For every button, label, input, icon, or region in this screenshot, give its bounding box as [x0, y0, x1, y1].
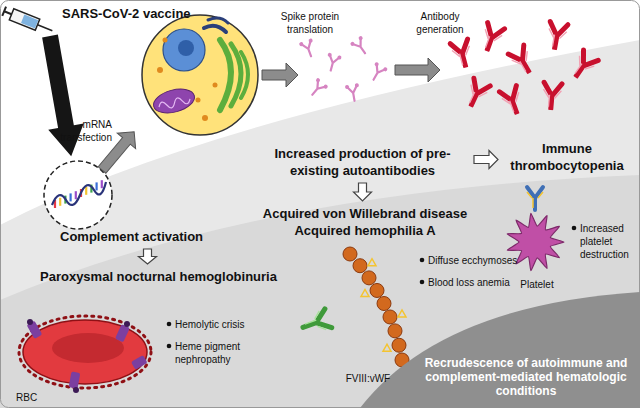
process-arrow: [262, 63, 298, 87]
process-arrow: [395, 58, 440, 82]
node-text: Increased production of pre-existing aut…: [255, 145, 470, 179]
spike-proteins: [299, 35, 388, 102]
text-label: Spike protein translation: [268, 10, 352, 36]
mrna-base: [75, 191, 77, 199]
process-arrow: [354, 183, 372, 201]
heading-node: Increased production of pre-existing aut…: [255, 145, 470, 179]
heading-node: Acquired von Willebrand diseaseAcquired …: [245, 205, 485, 239]
autoantibody: [527, 187, 543, 210]
heading-node: Immune thrombocytopenia: [502, 140, 632, 174]
node-text: Acquired von Willebrand disease: [245, 205, 485, 222]
bullet-dot: [420, 258, 425, 263]
node-text: Acquired hemophilia A: [245, 222, 485, 239]
mrna-base: [69, 193, 71, 201]
rbc-illustration: [19, 316, 151, 393]
text-label: Heme pigment nephropathy: [175, 340, 255, 366]
mrna-vesicle: [44, 161, 112, 229]
chain-bead: [362, 271, 376, 285]
chain-bead: [388, 324, 402, 338]
bullet-dot: [420, 280, 425, 285]
text-label: Platelet: [515, 278, 559, 291]
bullet-dot: [167, 344, 172, 349]
chain-bead: [343, 247, 357, 261]
chain-bead: [392, 338, 406, 352]
chain-bead: [353, 259, 367, 273]
text-label: RBC: [16, 391, 56, 404]
node-text: Paroxysmal nocturnal hemoglobinuria: [40, 268, 320, 285]
syringe-icon: [2, 6, 55, 37]
node-text: Complement activation: [60, 228, 235, 245]
chain-bead: [377, 297, 391, 311]
chain-bead: [370, 283, 384, 297]
text-label: Increased platelet destruction: [580, 222, 636, 261]
mrna-bases: [55, 180, 102, 208]
mrna-base: [59, 198, 61, 206]
heading-node: Complement activation: [60, 228, 235, 245]
text-label: Diffuse ecchymoses: [428, 254, 538, 267]
node-text: Immune thrombocytopenia: [502, 140, 632, 174]
mrna-base: [95, 182, 97, 190]
chain-bead: [383, 310, 397, 324]
mrna-base: [85, 187, 87, 195]
binding-site: [398, 310, 406, 317]
summary-band: Recrudescence of autoimmune and compleme…: [360, 290, 640, 408]
text-label: mRNA transfection: [46, 118, 112, 144]
text-label: Blood loss anemia: [428, 276, 528, 289]
band-fill: [360, 292, 640, 408]
binding-site: [368, 259, 376, 266]
binding-site: [361, 289, 369, 296]
bullet-dot: [572, 226, 577, 231]
process-arrow: [474, 151, 498, 169]
background-band: [0, 40, 640, 408]
text-label: Hemolytic crisis: [175, 318, 285, 331]
node-text: Recrudescence of autoimmune and compleme…: [420, 356, 632, 398]
process-arrow: [139, 249, 157, 264]
text-label: SARS-CoV-2 vaccine: [62, 6, 232, 22]
mrna-strand: [52, 182, 106, 205]
antibodies: [450, 22, 598, 117]
binding-site: [383, 344, 391, 351]
heading-node: Paroxysmal nocturnal hemoglobinuria: [40, 268, 320, 285]
text-label: Antibody generation: [403, 10, 477, 36]
mrna-base: [101, 180, 103, 188]
fviii-vwf-chain: [343, 247, 409, 367]
text-label: FVIII:vWF: [336, 372, 400, 385]
bullet-dot: [167, 322, 172, 327]
cell-illustration: [142, 15, 258, 135]
autoantibody: [300, 309, 332, 337]
